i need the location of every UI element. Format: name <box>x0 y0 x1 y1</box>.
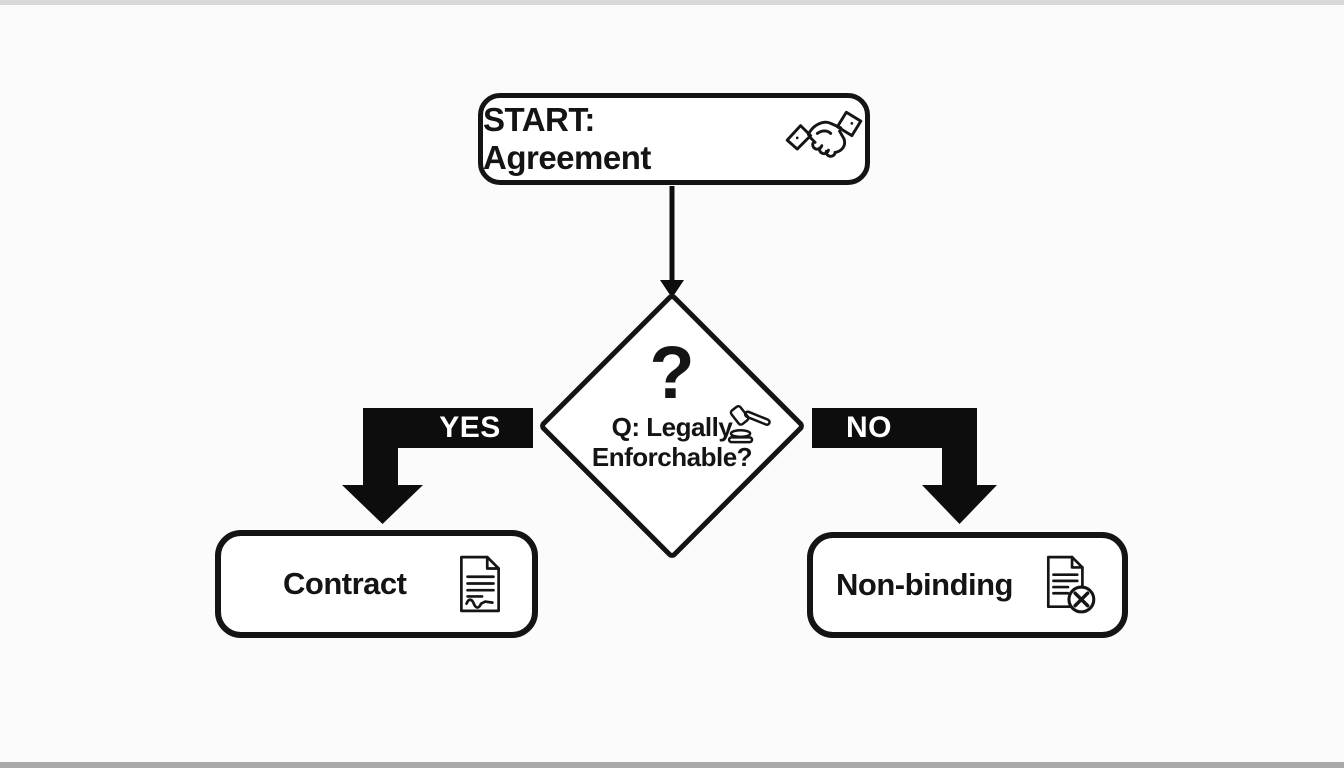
non-binding-node-label: Non-binding <box>836 567 1014 602</box>
scan-edge-bottom <box>0 762 1344 768</box>
contract-node: Contract <box>215 530 538 638</box>
non-binding-node: Non-binding <box>807 532 1128 638</box>
contract-node-label: Contract <box>283 566 407 601</box>
yes-arrow <box>342 408 533 524</box>
rejected-document-icon <box>1042 554 1098 616</box>
start-node-label: START: Agreement <box>483 101 651 176</box>
signed-document-icon <box>456 554 504 614</box>
no-arrow <box>812 408 997 524</box>
start-node: START: Agreement <box>478 93 870 185</box>
yes-branch-label: YES <box>439 411 501 444</box>
no-branch-label: NO <box>846 411 892 444</box>
scan-edge-top <box>0 0 1344 5</box>
handshake-icon <box>783 110 865 168</box>
start-to-decision-arrow <box>660 186 684 298</box>
